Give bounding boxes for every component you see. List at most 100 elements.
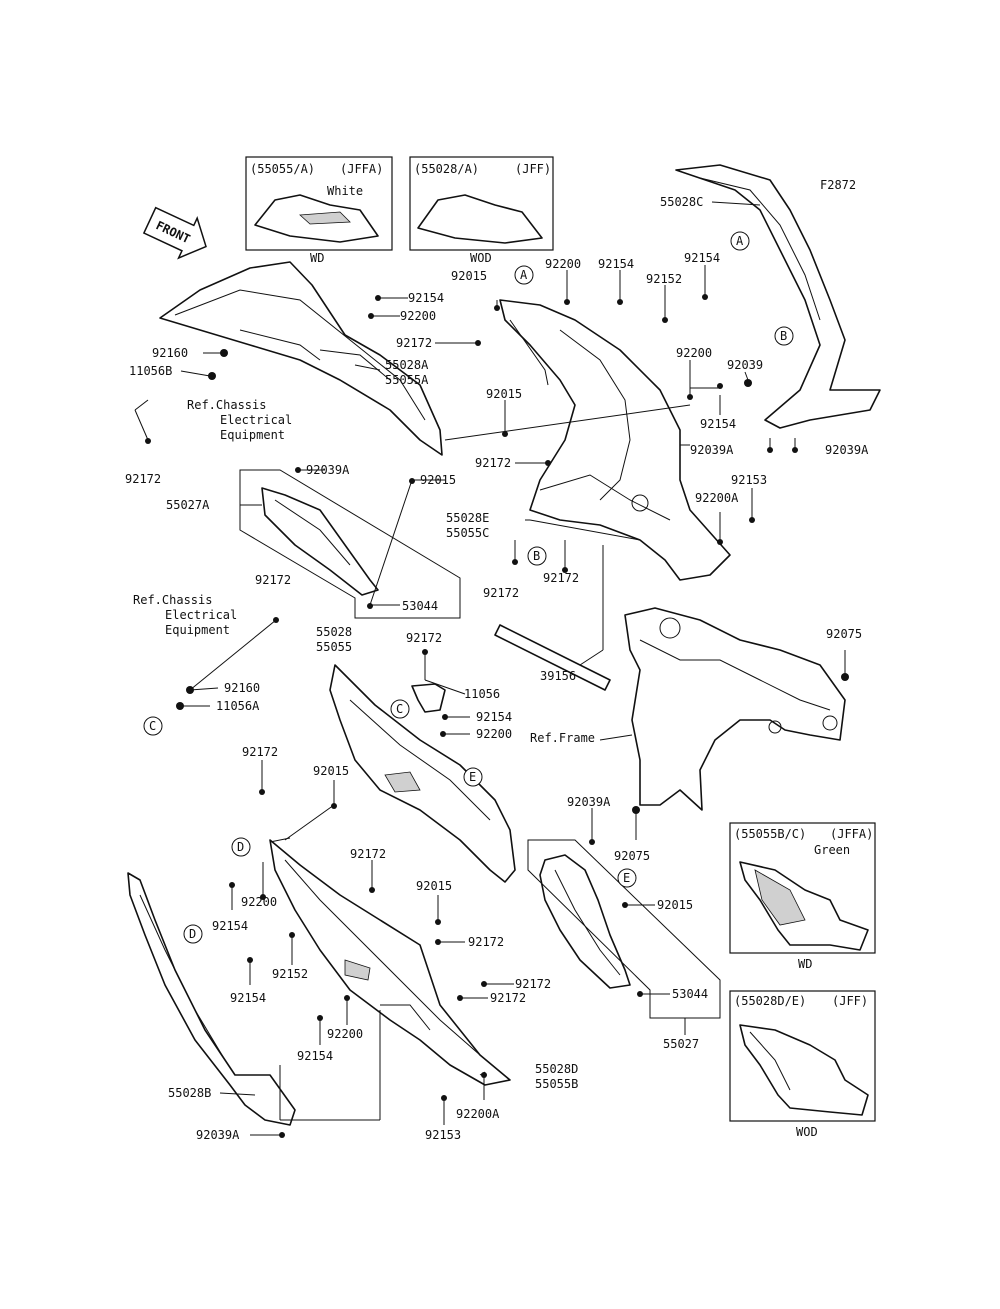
inset-box-plain-cowl: (55028/A) (JFF) <box>409 156 554 251</box>
part-label: 92154 <box>212 919 248 933</box>
part-label: 92154 <box>684 251 720 265</box>
part-label: 92172 <box>396 336 432 350</box>
figure-code: F2872 <box>820 178 856 192</box>
part-label: 55028 <box>316 625 352 639</box>
part-label: 92160 <box>152 346 188 360</box>
side-cowl-part <box>269 839 511 1086</box>
marker-b-mid: B <box>527 546 547 566</box>
part-label: 92039A <box>690 443 734 457</box>
part-label: 92154 <box>408 291 444 305</box>
part-label: 55027 <box>663 1037 699 1051</box>
marker-c-left: C <box>143 716 163 736</box>
inset-variant: (JFF) <box>515 162 551 176</box>
part-label: 53044 <box>672 987 708 1001</box>
part-label: 92200 <box>400 309 436 323</box>
ref-frame: Ref.Frame <box>530 731 595 745</box>
part-label: 92200 <box>241 895 277 909</box>
inset-box-white-cowl: (55055/A) (JFFA) White <box>245 156 393 251</box>
part-label: 53044 <box>402 599 438 613</box>
svg-text:Ref.Chassis: Ref.Chassis <box>187 398 266 412</box>
part-label: 11056A <box>216 699 260 713</box>
part-label: 92039A <box>196 1128 240 1142</box>
marker-d-left: D <box>183 924 203 944</box>
part-label: 92200 <box>676 346 712 360</box>
part-labels: 55028C 92200 92154 92154 92015 92152 921… <box>125 195 869 1142</box>
part-label: 92172 <box>350 847 386 861</box>
inset-variant: (JFFA) <box>340 162 383 176</box>
part-label: 92153 <box>731 473 767 487</box>
part-label: 92200A <box>456 1107 500 1121</box>
svg-text:B: B <box>780 329 787 343</box>
strip-39156-part <box>494 624 611 691</box>
leader-lines <box>134 201 846 1136</box>
part-label: 92015 <box>313 764 349 778</box>
part-label: 92015 <box>420 473 456 487</box>
marker-b-right: B <box>774 326 794 346</box>
marker-e-mid: E <box>463 767 483 787</box>
part-label: 55055C <box>446 526 489 540</box>
part-label: 92154 <box>598 257 634 271</box>
part-label: 92200 <box>545 257 581 271</box>
part-label: 92172 <box>468 935 504 949</box>
part-label: 11056B <box>129 364 172 378</box>
part-label: 55028E <box>446 511 489 525</box>
part-label: 55028A <box>385 358 429 372</box>
part-label: 92154 <box>230 991 266 1005</box>
inset-color-note: White <box>327 184 363 198</box>
inset-caption: WOD <box>470 251 492 265</box>
inset-code: (55055B/C) <box>734 827 806 841</box>
part-label: 55028D <box>535 1062 578 1076</box>
part-label: 92172 <box>255 573 291 587</box>
svg-text:D: D <box>237 840 244 854</box>
hardware-dots <box>145 294 849 1138</box>
part-label: 92172 <box>475 456 511 470</box>
frame-body-part <box>624 607 846 811</box>
part-label: 92154 <box>700 417 736 431</box>
inset-caption: WD <box>798 957 812 971</box>
part-label: 92039A <box>567 795 611 809</box>
part-label: 55028B <box>168 1086 211 1100</box>
part-label: 92039 <box>727 358 763 372</box>
inset-code: (55028D/E) <box>734 994 806 1008</box>
part-label: 55028C <box>660 195 703 209</box>
part-label: 55055B <box>535 1077 578 1091</box>
part-label: 92154 <box>476 710 512 724</box>
inset-color-note: Green <box>814 843 850 857</box>
svg-text:Electrical: Electrical <box>220 413 292 427</box>
part-label: 92152 <box>646 272 682 286</box>
part-label: 92153 <box>425 1128 461 1142</box>
part-label: 39156 <box>540 669 576 683</box>
side-strip-part <box>127 872 296 1126</box>
part-label: 92172 <box>490 991 526 1005</box>
svg-text:E: E <box>469 770 476 784</box>
inset-caption: WD <box>310 251 324 265</box>
inset-code: (55055/A) <box>250 162 315 176</box>
marker-e-right: E <box>617 868 637 888</box>
part-label: 92015 <box>657 898 693 912</box>
part-label: 92075 <box>614 849 650 863</box>
part-label: 92039A <box>306 463 350 477</box>
marker-a-right: A <box>730 231 750 251</box>
lower-cowl-part <box>329 664 516 883</box>
inner-panel-55027A <box>261 487 379 596</box>
part-label: 92172 <box>242 745 278 759</box>
part-label: 92200A <box>695 491 739 505</box>
marker-c-mid: C <box>390 699 410 719</box>
part-label: 92015 <box>486 387 522 401</box>
part-label: 55027A <box>166 498 210 512</box>
inset-box-plain-side: (55028D/E) (JFF) <box>729 990 876 1122</box>
front-arrow-icon: FRONT <box>142 206 207 260</box>
inner-panel-55027 <box>539 854 631 989</box>
svg-text:Electrical: Electrical <box>165 608 237 622</box>
part-label: 92172 <box>483 586 519 600</box>
part-label: 92200 <box>476 727 512 741</box>
part-label: 92039A <box>825 443 869 457</box>
svg-text:A: A <box>736 234 744 248</box>
bracket-11056-part <box>411 683 446 713</box>
part-label: 92172 <box>543 571 579 585</box>
svg-text:Ref.Chassis: Ref.Chassis <box>133 593 212 607</box>
middle-cowl-part <box>499 299 731 581</box>
upper-right-cowl-part <box>675 164 881 429</box>
part-label: 92015 <box>416 879 452 893</box>
marker-a-top: A <box>514 265 534 285</box>
